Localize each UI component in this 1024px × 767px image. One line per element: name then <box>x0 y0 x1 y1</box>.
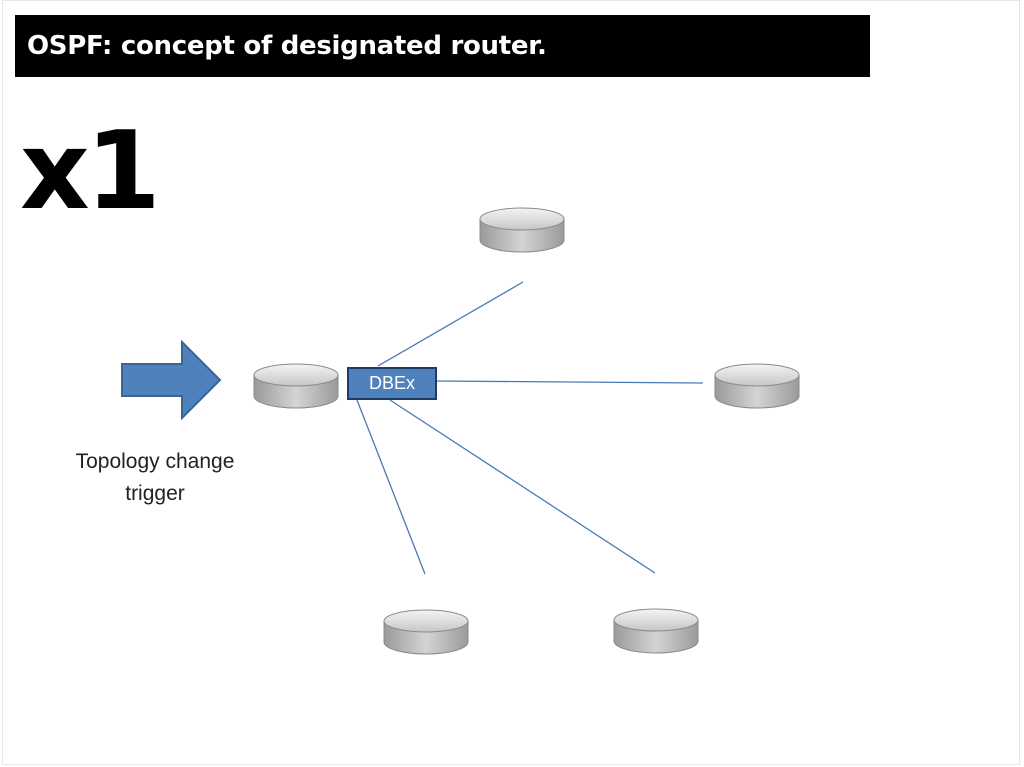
right-arrow-icon <box>121 340 222 420</box>
link-to-right-router <box>436 380 704 384</box>
link-to-bottom-right-router <box>389 399 656 574</box>
router-designated <box>252 362 340 412</box>
link-to-top-router <box>377 281 524 367</box>
step-counter: x1 <box>20 109 161 234</box>
router-bottom-right <box>612 607 700 657</box>
dbex-label: DBEx <box>368 373 415 393</box>
link-to-bottom-left-router <box>356 399 426 575</box>
trigger-label: Topology change trigger <box>75 450 235 505</box>
slide-title: OSPF: concept of designated router. <box>27 31 547 61</box>
title-bar: OSPF: concept of designated router. <box>15 15 870 77</box>
dbex-packet: DBEx <box>347 367 437 400</box>
router-top <box>478 206 566 256</box>
router-bottom-left <box>382 608 470 658</box>
router-right <box>713 362 801 412</box>
